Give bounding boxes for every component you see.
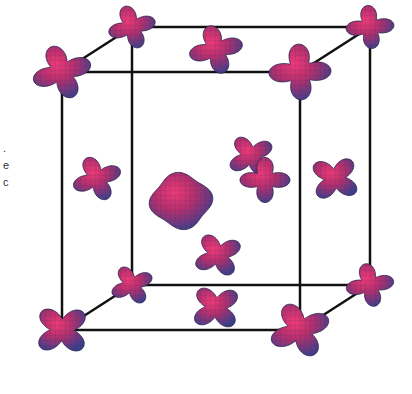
cube-edge — [131, 27, 134, 285]
orbital — [149, 172, 213, 229]
orbital-lobe — [346, 264, 393, 307]
orbital-mesh — [346, 264, 393, 307]
orbital — [240, 158, 290, 203]
orbital-mesh — [313, 159, 357, 198]
orbital — [195, 288, 238, 327]
cube-edges — [62, 27, 370, 330]
orbital-lobe — [149, 172, 213, 229]
orbital — [39, 309, 86, 351]
cube-edge — [369, 27, 372, 285]
orbital-mesh — [195, 288, 238, 327]
orbital-lobe — [190, 26, 243, 73]
orbital-mesh — [109, 6, 155, 48]
orbital-mesh — [190, 26, 243, 73]
orbital-lobe — [269, 44, 331, 100]
orbital-lobe — [109, 6, 155, 48]
orbital-lobe — [346, 5, 394, 48]
orbital — [190, 26, 243, 73]
orbital — [196, 235, 241, 275]
caption-fragment: e — [3, 159, 9, 172]
cube-edge — [299, 72, 302, 330]
orbital-mesh — [346, 5, 394, 48]
orbital-lobe — [33, 46, 90, 98]
orbital-mesh — [271, 304, 328, 356]
orbital-lobe — [271, 304, 328, 356]
cube-edge — [62, 329, 300, 332]
orbital-lobe — [313, 159, 357, 198]
cube-edges — [62, 27, 370, 330]
cube-edge — [132, 26, 370, 29]
orbital — [33, 46, 90, 98]
caption-fragment: . — [3, 142, 6, 155]
orbital-lobe — [195, 288, 238, 327]
orbital-mesh — [39, 309, 86, 351]
cube-edge — [62, 71, 300, 74]
orbital — [73, 157, 120, 199]
orbital — [271, 304, 328, 356]
orbital-mesh — [149, 172, 213, 229]
orbital — [112, 267, 152, 303]
orbital-mesh — [269, 44, 331, 100]
orbital — [109, 6, 155, 48]
orbital-lobe — [240, 158, 290, 203]
orbital-mesh — [240, 158, 290, 203]
orbital-mesh — [73, 157, 120, 199]
orbital-lobe — [112, 267, 152, 303]
orbital-mesh — [112, 267, 152, 303]
orbital — [313, 159, 357, 198]
orbital — [346, 264, 393, 307]
orbital-lobe — [196, 235, 241, 275]
orbital-shapes — [33, 5, 394, 355]
cube-edge — [61, 72, 64, 330]
orbital-lobe — [39, 309, 86, 351]
orbital-mesh — [196, 235, 241, 275]
caption-fragment: c — [3, 176, 9, 189]
orbital-mesh — [33, 46, 90, 98]
orbital-lobe — [73, 157, 120, 199]
orbital — [346, 5, 394, 48]
cube-edge — [132, 284, 370, 287]
orbital — [269, 44, 331, 100]
